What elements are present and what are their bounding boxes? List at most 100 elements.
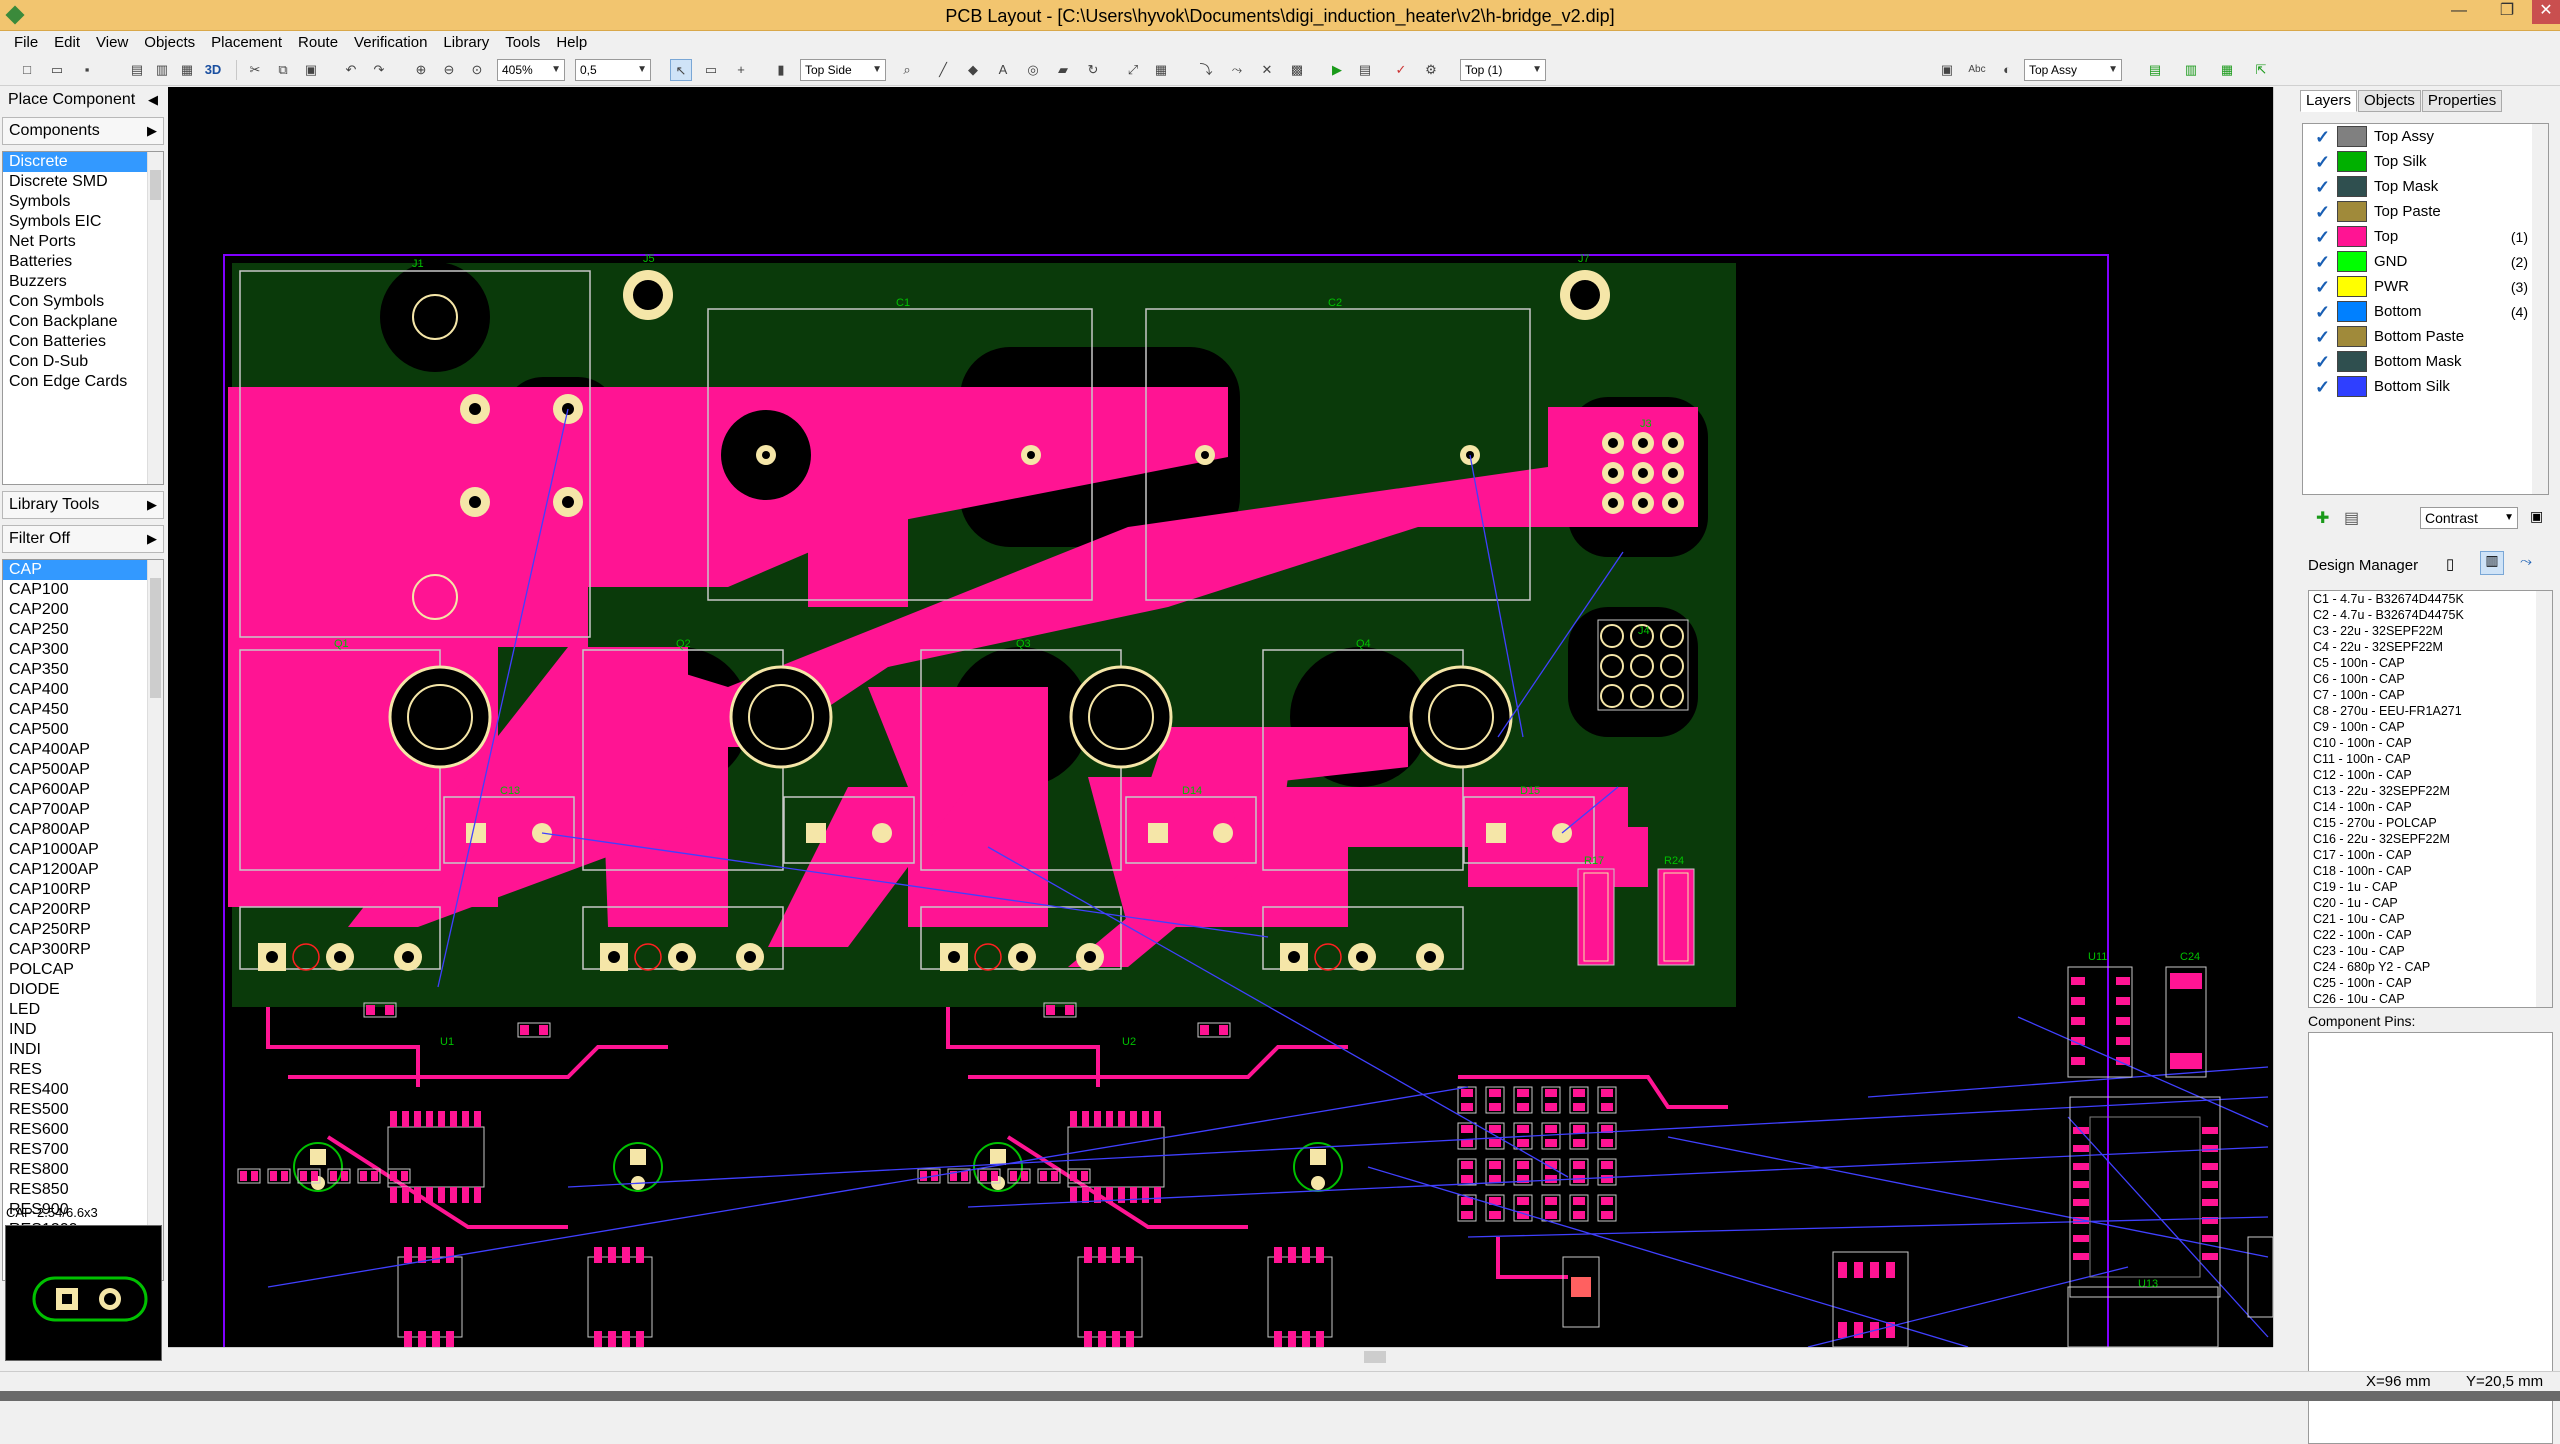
- via-icon[interactable]: ◆: [968, 62, 978, 77]
- footprint-item[interactable]: CAP400: [9, 681, 69, 698]
- zoom-fit-icon[interactable]: ⊙: [471, 62, 483, 77]
- zoom-select[interactable]: 405%▼: [497, 59, 565, 81]
- menu-help[interactable]: Help: [556, 34, 588, 51]
- polygon-icon[interactable]: ▰: [1058, 62, 1068, 77]
- category-item[interactable]: Buzzers: [9, 273, 67, 290]
- library-tools-header[interactable]: Library Tools▶: [2, 491, 164, 519]
- dm-components-icon[interactable]: ▥: [2480, 551, 2504, 575]
- category-item[interactable]: Discrete SMD: [9, 173, 108, 190]
- design-manager-scrollbar[interactable]: [2536, 591, 2552, 1007]
- component-list-item[interactable]: C6 - 100n - CAP: [2313, 672, 2405, 686]
- route-net-icon[interactable]: ⤳: [1231, 62, 1243, 77]
- layers-scrollbar[interactable]: [2532, 124, 2548, 494]
- component-list-item[interactable]: C10 - 100n - CAP: [2313, 736, 2412, 750]
- footprint-item[interactable]: INDI: [9, 1041, 41, 1058]
- check-icon[interactable]: ✓: [2315, 301, 2331, 322]
- check-icon[interactable]: ✓: [2315, 376, 2331, 397]
- component-list-item[interactable]: C15 - 270u - POLCAP: [2313, 816, 2437, 830]
- footprint-item[interactable]: CAP500AP: [9, 761, 90, 778]
- find-icon[interactable]: ⌕: [903, 62, 911, 77]
- refresh-icon[interactable]: ↻: [1087, 62, 1099, 77]
- layer-settings-icon[interactable]: ▤: [2344, 510, 2360, 527]
- component-list-item[interactable]: C7 - 100n - CAP: [2313, 688, 2405, 702]
- footprint-item[interactable]: CAP100: [9, 581, 69, 598]
- view-3d-button[interactable]: 3D: [204, 62, 222, 77]
- open-file-icon[interactable]: ▭: [50, 62, 64, 77]
- layer-row[interactable]: ✓PWR(3): [2303, 274, 2548, 299]
- category-item[interactable]: Discrete: [3, 152, 163, 172]
- footprint-item[interactable]: CAP250RP: [9, 921, 91, 938]
- tab-properties[interactable]: Properties: [2421, 90, 2503, 112]
- dm-filter-icon[interactable]: ▯: [2446, 556, 2455, 573]
- component-list-item[interactable]: C14 - 100n - CAP: [2313, 800, 2412, 814]
- export-icon[interactable]: ▦: [180, 62, 194, 77]
- footprint-item[interactable]: RES400: [9, 1081, 69, 1098]
- layer-row[interactable]: ✓Top(1): [2303, 224, 2548, 249]
- autoroute-icon[interactable]: ⤵: [1199, 62, 1213, 77]
- layer-row[interactable]: ✓GND(2): [2303, 249, 2548, 274]
- menu-verification[interactable]: Verification: [354, 34, 428, 51]
- scroll-thumb[interactable]: [150, 170, 161, 200]
- component-list-item[interactable]: C9 - 100n - CAP: [2313, 720, 2405, 734]
- window-select-icon[interactable]: ▭: [704, 62, 718, 77]
- cut-icon[interactable]: ✂: [249, 62, 261, 77]
- drc-check-icon[interactable]: ✓: [1395, 62, 1407, 77]
- component-list-item[interactable]: C3 - 22u - 32SEPF22M: [2313, 624, 2443, 638]
- copy-icon[interactable]: ⧉: [278, 62, 288, 77]
- footprint-item[interactable]: CAP600AP: [9, 781, 90, 798]
- footprint-item[interactable]: CAP250: [9, 621, 69, 638]
- layer-select[interactable]: Top (1)▼: [1460, 59, 1546, 81]
- footprint-item[interactable]: CAP1200AP: [9, 861, 99, 878]
- redo-icon[interactable]: ↷: [373, 62, 385, 77]
- component-list-item[interactable]: C26 - 10u - CAP: [2313, 992, 2405, 1006]
- menu-edit[interactable]: Edit: [54, 34, 81, 51]
- maximize-button[interactable]: ❐: [2499, 2, 2515, 19]
- layer-menu-icon[interactable]: ▣: [2530, 508, 2544, 524]
- category-item[interactable]: Net Ports: [9, 233, 76, 250]
- menu-view[interactable]: View: [96, 34, 129, 51]
- layer-row[interactable]: ✓Top Assy: [2303, 124, 2548, 149]
- layer-color-swatch[interactable]: [2337, 151, 2367, 172]
- check-icon[interactable]: ✓: [2315, 351, 2331, 372]
- check-icon[interactable]: ✓: [2315, 226, 2331, 247]
- check-icon[interactable]: ✓: [2315, 276, 2331, 297]
- footprint-item[interactable]: IND: [9, 1021, 37, 1038]
- footprint-item[interactable]: CAP1000AP: [9, 841, 99, 858]
- layer-row[interactable]: ✓Top Mask: [2303, 174, 2548, 199]
- footprint-item[interactable]: RES900: [9, 1201, 69, 1218]
- component-list-item[interactable]: C19 - 1u - CAP: [2313, 880, 2398, 894]
- category-item[interactable]: Symbols: [9, 193, 71, 210]
- assy-select[interactable]: Top Assy▼: [2024, 59, 2122, 81]
- component-list-item[interactable]: C2 - 4.7u - B32674D4475K: [2313, 608, 2464, 622]
- footprint-item[interactable]: LED: [9, 1001, 41, 1018]
- pcb-drawing[interactable]: J1 J5 J7 C1 C2 J3 J4 Q1 Q2 Q3 Q4 C13 D14…: [168, 87, 2273, 1347]
- add-layer-icon[interactable]: ✚: [2316, 510, 2330, 527]
- menu-objects[interactable]: Objects: [144, 34, 196, 51]
- layer-view-icon[interactable]: ▣: [1940, 62, 1954, 77]
- component-list-item[interactable]: C20 - 1u - CAP: [2313, 896, 2398, 910]
- undo-icon[interactable]: ↶: [345, 62, 357, 77]
- component-list-item[interactable]: C11 - 100n - CAP: [2313, 752, 2411, 766]
- check-icon[interactable]: ✓: [2315, 251, 2331, 272]
- component-list-item[interactable]: C18 - 100n - CAP: [2313, 864, 2412, 878]
- route-icon[interactable]: ╱: [939, 62, 947, 77]
- category-item[interactable]: Batteries: [9, 253, 73, 270]
- paste-icon[interactable]: ▣: [304, 62, 318, 77]
- menu-placement[interactable]: Placement: [211, 34, 283, 51]
- tab-objects[interactable]: Objects: [2358, 90, 2421, 112]
- minimize-button[interactable]: —: [2451, 2, 2467, 19]
- layer-row[interactable]: ✓Bottom Mask: [2303, 349, 2548, 374]
- category-item[interactable]: Con D-Sub: [9, 353, 89, 370]
- layer-color-swatch[interactable]: [2337, 351, 2367, 372]
- footprint-item[interactable]: CAP100RP: [9, 881, 91, 898]
- layers-list[interactable]: ✓Top Assy✓Top Silk✓Top Mask✓Top Paste✓To…: [2302, 123, 2549, 495]
- scroll-thumb[interactable]: [150, 578, 161, 698]
- menu-tools[interactable]: Tools: [505, 34, 541, 51]
- export-cam-icon[interactable]: ▥: [2184, 62, 2198, 77]
- check-icon[interactable]: ✓: [2315, 151, 2331, 172]
- component-list-item[interactable]: C5 - 100n - CAP: [2313, 656, 2405, 670]
- component-list-item[interactable]: C12 - 100n - CAP: [2313, 768, 2412, 782]
